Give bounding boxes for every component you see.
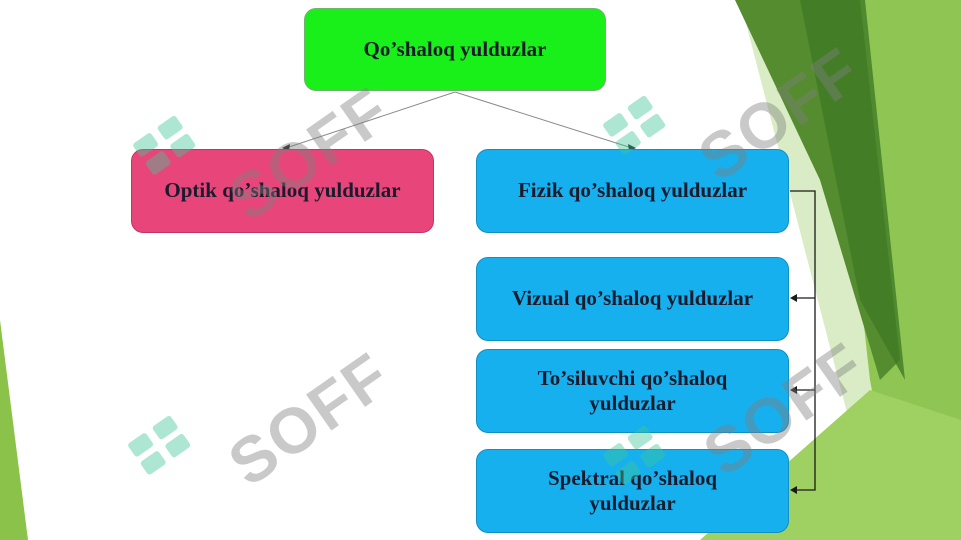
fizik-node-label: Fizik qo’shaloq yulduzlar <box>517 178 748 203</box>
root-node: Qo’shaloq yulduzlar <box>304 8 606 91</box>
connector-root-optik <box>285 91 456 149</box>
vizual-node: Vizual qo’shaloq yulduzlar <box>476 257 789 341</box>
decor-bar-dark-2 <box>800 0 905 380</box>
tosiluvchi-node: To’siluvchi qo’shaloq yulduzlar <box>476 349 789 433</box>
spektral-node: Spektral qo’shaloq yulduzlar <box>476 449 789 533</box>
connectors <box>285 91 633 149</box>
root-node-label: Qo’shaloq yulduzlar <box>363 36 547 61</box>
optik-node-label: Optik qo’shaloq yulduzlar <box>164 178 401 203</box>
spektral-node-label: Spektral qo’shaloq yulduzlar <box>547 465 717 515</box>
arrow-vizual <box>790 294 797 302</box>
bracket-connectors <box>790 190 816 491</box>
decor-left-strip <box>0 320 28 540</box>
vizual-node-label: Vizual qo’shaloq yulduzlar <box>511 286 754 311</box>
connector-root-fizik <box>454 91 633 149</box>
arrow-spektral <box>790 486 797 494</box>
bracket-line <box>790 190 816 491</box>
tosiluvchi-node-label: To’siluvchi qo’shaloq yulduzlar <box>537 365 728 415</box>
fizik-node: Fizik qo’shaloq yulduzlar <box>476 149 789 233</box>
optik-node: Optik qo’shaloq yulduzlar <box>131 149 434 233</box>
arrow-tosiluvchi <box>790 386 797 394</box>
